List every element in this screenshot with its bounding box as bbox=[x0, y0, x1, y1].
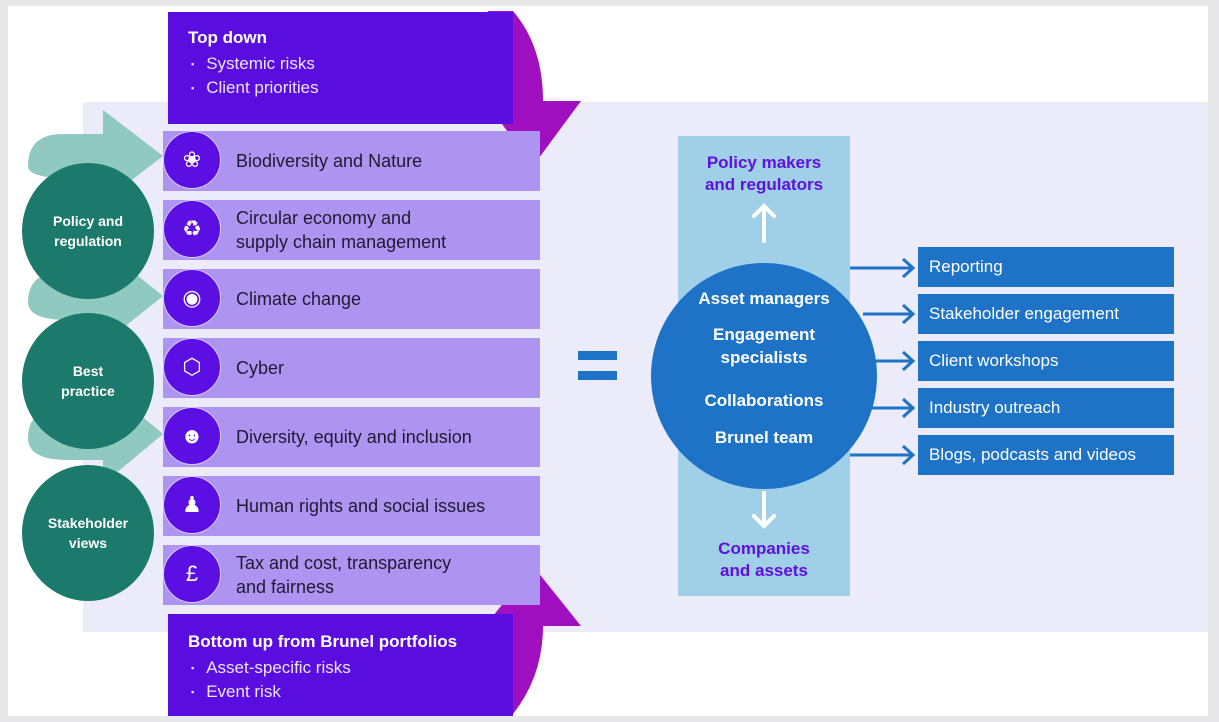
theme-label-line: Circular economy and bbox=[236, 208, 412, 228]
driver-label-line: Best bbox=[72, 363, 104, 379]
output-stakeholder-engagement: Stakeholder engagement bbox=[918, 294, 1174, 334]
people-icon: ♟ bbox=[163, 476, 221, 534]
circle-line-collaborations: Collaborations bbox=[704, 391, 824, 410]
people-group-icon: ☻ bbox=[163, 407, 221, 465]
down-arrow-head bbox=[752, 514, 776, 529]
equals-sign-bottom bbox=[578, 371, 617, 380]
currency-icon: £ bbox=[163, 545, 221, 603]
top-down-title: Top down bbox=[188, 28, 267, 47]
circle-line-brunel-team: Brunel team bbox=[714, 428, 814, 447]
driver-label-policy: Policy and regulation bbox=[23, 211, 153, 251]
theme-label-line: Diversity, equity and inclusion bbox=[236, 427, 472, 447]
theme-label-line: Cyber bbox=[236, 358, 285, 378]
lock-web-icon: ⬡ bbox=[163, 338, 221, 396]
driver-label-line: regulation bbox=[54, 233, 122, 249]
theme-row-tax: £ Tax and cost, transparency and fairness bbox=[163, 545, 540, 605]
recycle-icon: ♻ bbox=[163, 200, 221, 258]
driver-circle-3 bbox=[22, 465, 154, 601]
theme-row-circular: ♻ Circular economy and supply chain manag… bbox=[163, 200, 540, 260]
theme-label: Biodiversity and Nature bbox=[236, 149, 422, 173]
driver-label-line: Stakeholder bbox=[47, 515, 129, 531]
driver-label-line: practice bbox=[61, 383, 115, 399]
theme-label: Climate change bbox=[236, 287, 361, 311]
top-down-item: Systemic risks bbox=[188, 52, 513, 76]
globe-icon: ◉ bbox=[163, 269, 221, 327]
bottom-up-box: Bottom up from Brunel portfolios Asset-s… bbox=[168, 614, 513, 716]
theme-label: Human rights and social issues bbox=[236, 494, 485, 518]
output-industry-outreach: Industry outreach bbox=[918, 388, 1174, 428]
top-down-item: Client priorities bbox=[188, 76, 513, 100]
output-connectors bbox=[838, 257, 916, 466]
theme-label-line: supply chain management bbox=[236, 232, 447, 252]
driver-label-stakeholder: Stakeholder views bbox=[23, 513, 153, 553]
engagement-circle bbox=[651, 263, 877, 489]
center-heading-line: Companies bbox=[718, 539, 810, 558]
output-reporting: Reporting bbox=[918, 247, 1174, 287]
driver-label-line: views bbox=[68, 535, 108, 551]
top-down-list: Systemic risks Client priorities bbox=[188, 52, 513, 100]
theme-label-line: and fairness bbox=[236, 577, 335, 597]
theme-label: Tax and cost, transparency and fairness bbox=[236, 551, 451, 599]
theme-row-climate: ◉ Climate change bbox=[163, 269, 540, 329]
companies-label: Companies and assets bbox=[678, 538, 850, 582]
circle-line-specialists: specialists bbox=[720, 348, 808, 367]
theme-row-biodiversity: ❀ Biodiversity and Nature bbox=[163, 131, 540, 191]
driver-label-best-practice: Best practice bbox=[23, 361, 153, 401]
center-heading-line: Policy makers bbox=[706, 153, 822, 172]
diagram-canvas: Top down Systemic risks Client prioritie… bbox=[8, 6, 1208, 716]
equals-sign-top bbox=[578, 351, 617, 360]
top-down-box: Top down Systemic risks Client prioritie… bbox=[168, 12, 513, 124]
output-client-workshops: Client workshops bbox=[918, 341, 1174, 381]
policy-makers-label: Policy makers and regulators bbox=[678, 152, 850, 196]
bottom-up-title: Bottom up from Brunel portfolios bbox=[188, 632, 458, 651]
theme-label: Cyber bbox=[236, 356, 284, 380]
theme-label-line: Tax and cost, transparency bbox=[236, 553, 452, 573]
center-heading-line: and assets bbox=[720, 561, 808, 580]
leaf-cluster-icon: ❀ bbox=[163, 131, 221, 189]
theme-row-human-rights: ♟ Human rights and social issues bbox=[163, 476, 540, 536]
circle-line-asset-managers: Asset managers bbox=[698, 289, 830, 308]
theme-row-cyber: ⬡ Cyber bbox=[163, 338, 540, 398]
circle-line-engagement: Engagement bbox=[712, 325, 816, 344]
theme-label-line: Biodiversity and Nature bbox=[236, 151, 423, 171]
theme-label: Circular economy and supply chain managem… bbox=[236, 206, 446, 254]
theme-row-diversity: ☻ Diversity, equity and inclusion bbox=[163, 407, 540, 467]
bottom-up-item: Event risk bbox=[188, 680, 513, 704]
theme-label-line: Climate change bbox=[236, 289, 362, 309]
center-arrows bbox=[752, 203, 776, 529]
theme-label-line: Human rights and social issues bbox=[236, 496, 486, 516]
bottom-up-list: Asset-specific risks Event risk bbox=[188, 656, 513, 704]
output-blogs: Blogs, podcasts and videos bbox=[918, 435, 1174, 475]
driver-circle-1 bbox=[22, 163, 154, 299]
up-arrow-head bbox=[752, 203, 776, 218]
center-heading-line: and regulators bbox=[704, 175, 824, 194]
driver-circle-2 bbox=[22, 313, 154, 449]
driver-label-line: Policy and bbox=[52, 213, 124, 229]
bottom-up-item: Asset-specific risks bbox=[188, 656, 513, 680]
theme-label: Diversity, equity and inclusion bbox=[236, 425, 472, 449]
